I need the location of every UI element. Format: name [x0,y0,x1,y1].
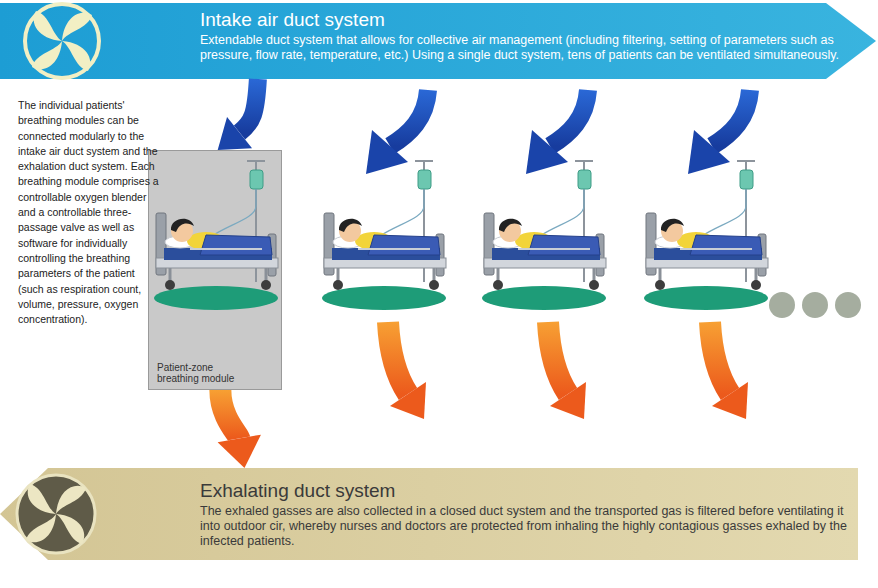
patient-bed [644,160,768,310]
node-title: Exhalating duct system [200,480,850,502]
text-group: Patient-zone breathing module [157,362,253,384]
side-note: The individual patients' breathing modul… [18,98,160,327]
intake-arrow [526,90,588,174]
arrow-head [218,117,252,150]
breathing-module-box: Patient-zone breathing module [148,150,282,390]
intake-arrow [688,90,750,174]
flow-arrow [218,79,258,150]
continuation-dot [769,292,795,318]
node-title: Intake air duct system [200,9,850,31]
node-title: Patient-zone breathing module [157,362,253,384]
patient-bed [482,160,606,310]
band-shape [0,3,876,79]
text-group: Exhalating duct systemThe exhaled gasses… [200,480,850,549]
intake-duct-band: Intake air duct systemExtendable duct sy… [0,3,878,79]
continuation-dot [835,292,861,318]
arrow-shaft [220,390,239,438]
exhale-arrow [710,322,748,419]
node-body: The exhaled gasses are also collected in… [200,504,850,549]
exhale-arrow [548,322,586,419]
exhale-arrow [388,322,426,419]
continuation-dot [802,292,828,318]
patient-bed [322,160,446,310]
flow-arrow [218,390,261,468]
arrow-head [218,435,261,468]
band-shape [0,468,858,560]
intake-arrow [366,90,428,174]
text-group: Intake air duct systemExtendable duct sy… [200,9,850,63]
arrow-shaft [240,79,258,133]
node-body: Extendable duct system that allows for c… [200,33,850,63]
exhale-duct-band: Exhalating duct systemThe exhaled gasses… [0,468,878,560]
